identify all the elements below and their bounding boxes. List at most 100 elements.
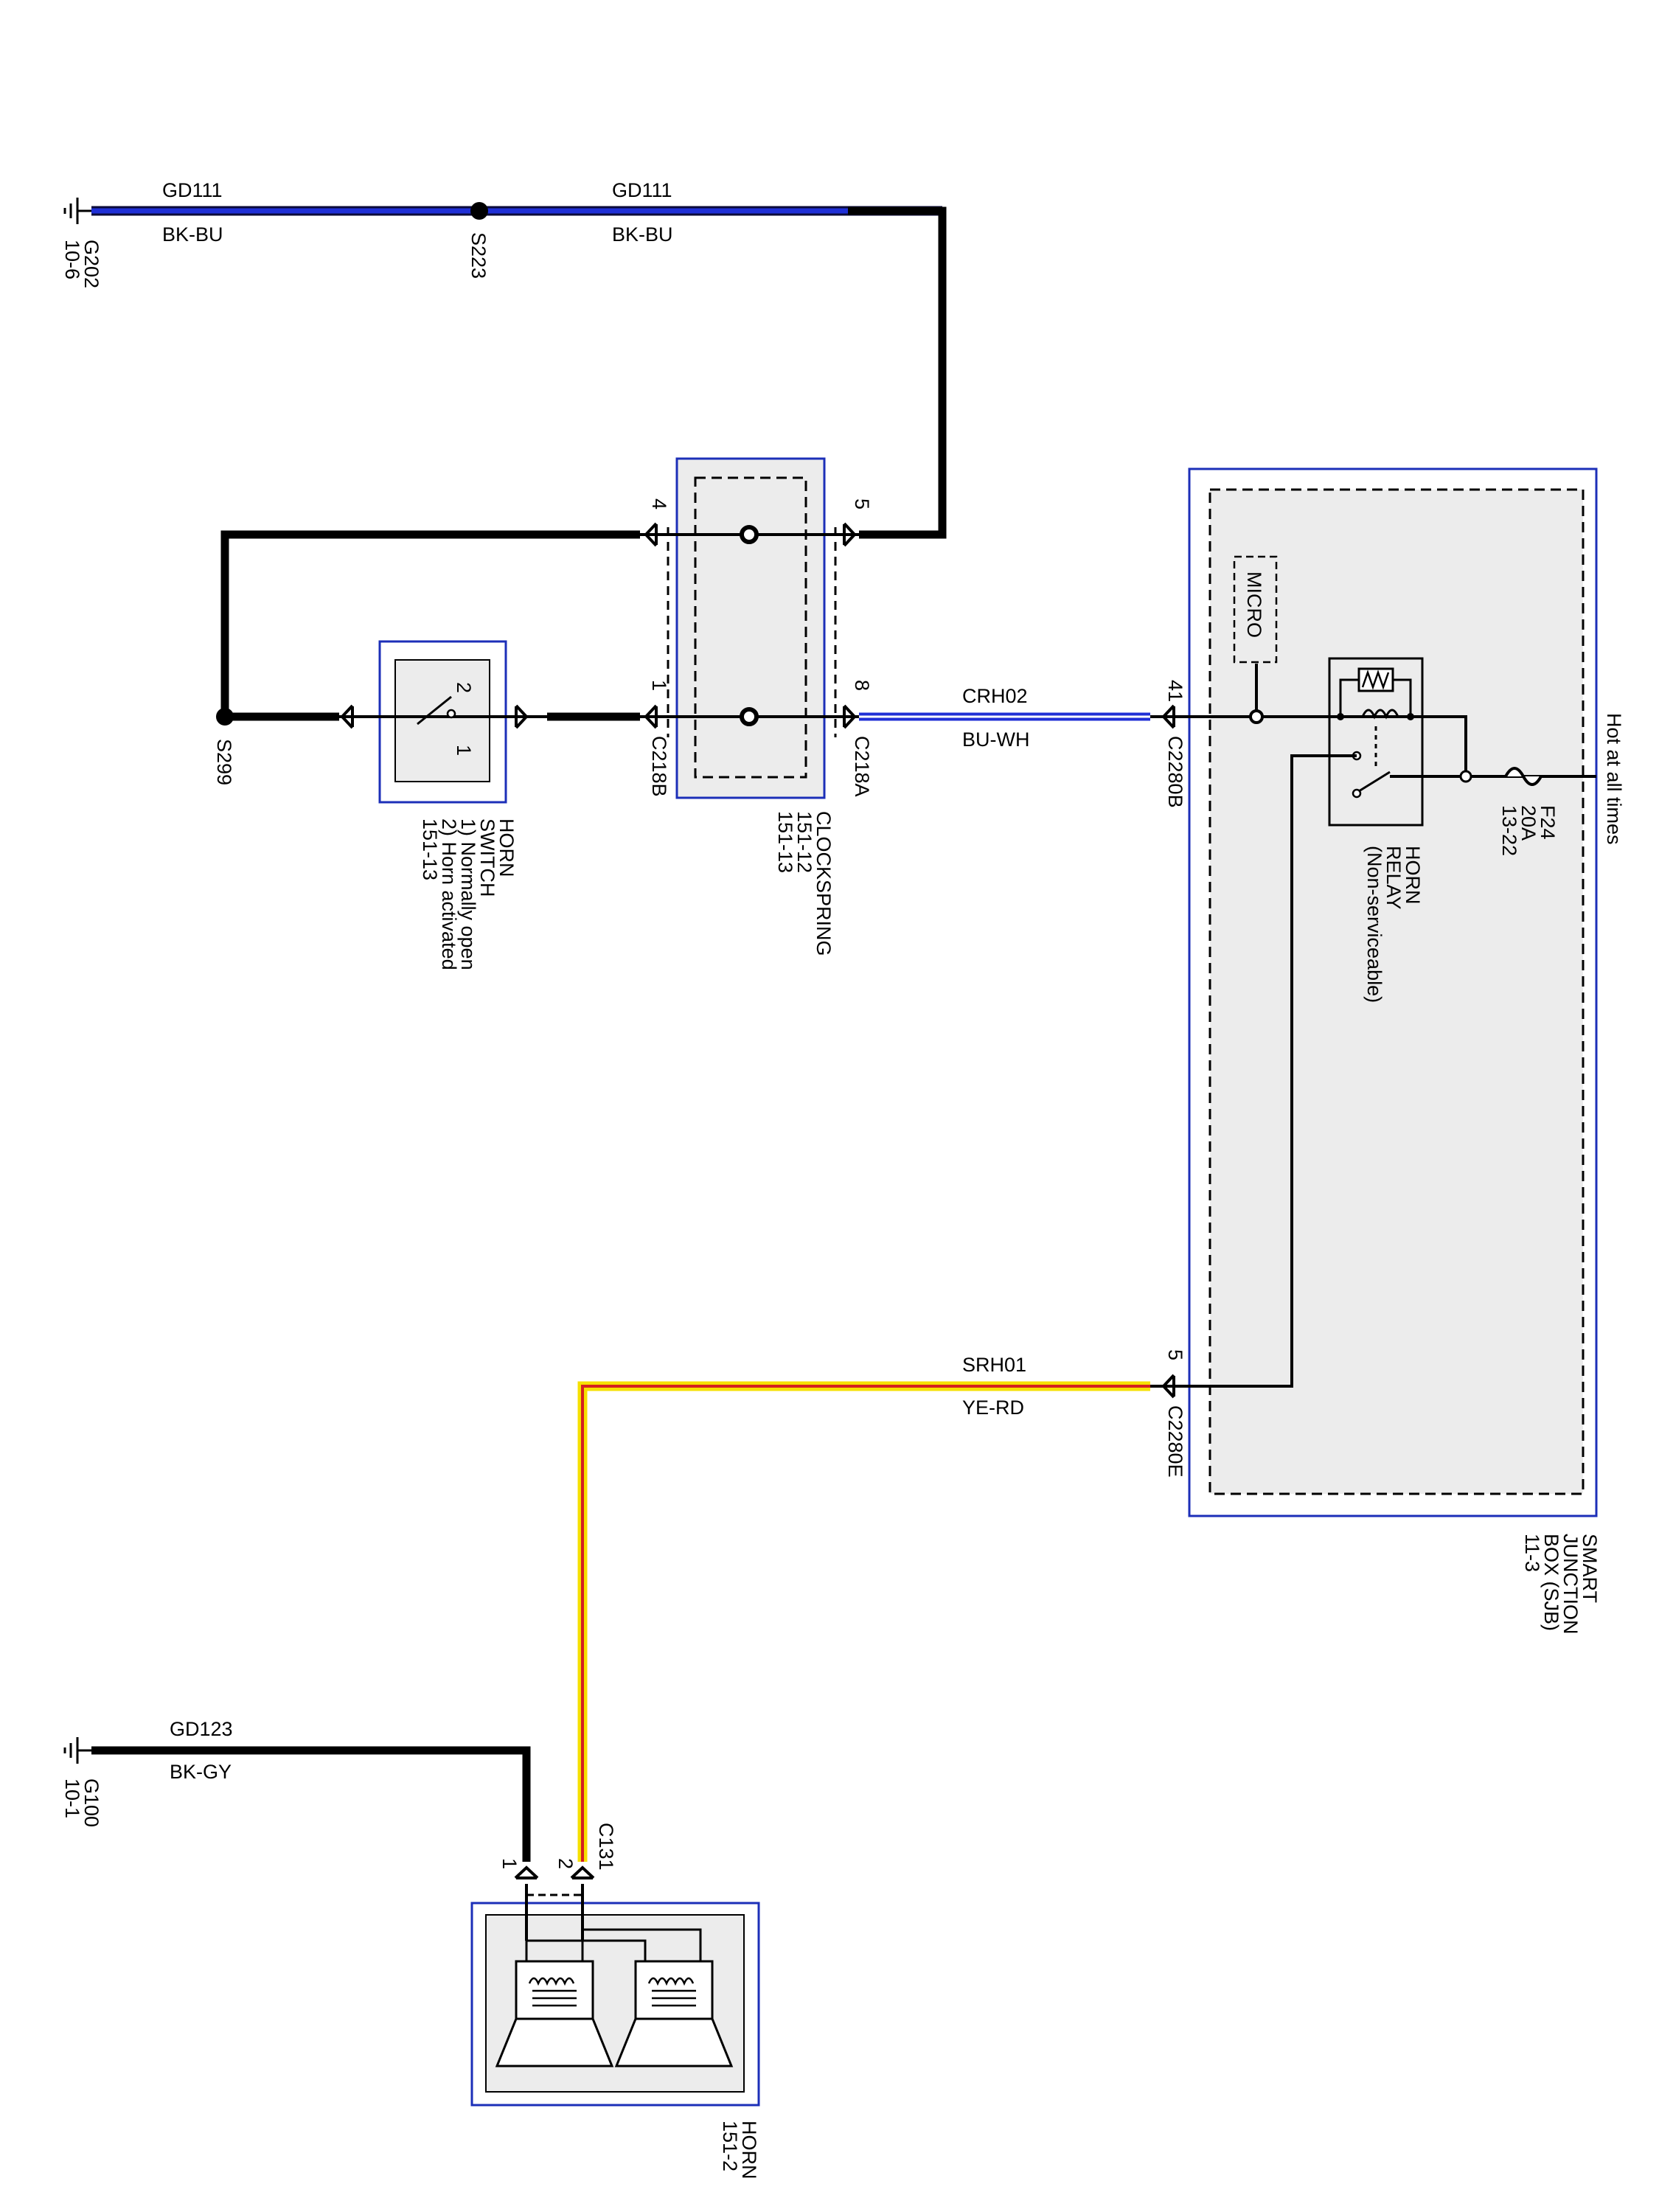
svg-text:RELAY: RELAY <box>1382 846 1405 910</box>
horn-pin1: 1 <box>498 1858 521 1869</box>
connector-c2280e: C2280E <box>1164 1405 1186 1478</box>
svg-text:151-13: 151-13 <box>419 818 441 880</box>
wire-label-gd111-left: GD111 <box>162 179 223 201</box>
wire-pin4-to-s299 <box>220 530 640 717</box>
wire-label-crh02: CRH02 <box>962 685 1028 707</box>
ground-g202-label: G202 10-6 <box>61 240 102 288</box>
svg-text:G100: G100 <box>80 1778 102 1827</box>
svg-text:1: 1 <box>498 1858 521 1869</box>
wire-color-bk-bu-right: BK-BU <box>612 223 673 246</box>
svg-text:G202: G202 <box>80 240 102 288</box>
svg-text:41: 41 <box>1164 680 1186 702</box>
splice-s223-dot <box>470 202 488 220</box>
svg-text:Hot at all times: Hot at all times <box>1603 713 1625 845</box>
connector-c218b: C218B <box>648 736 670 797</box>
svg-text:13-22: 13-22 <box>1498 805 1520 856</box>
svg-text:11-3: 11-3 <box>1521 1534 1543 1572</box>
svg-text:MICRO: MICRO <box>1243 571 1265 638</box>
svg-text:10-1: 10-1 <box>61 1778 83 1818</box>
svg-text:CLOCKSPRING: CLOCKSPRING <box>813 811 835 956</box>
wire-gd111-bk-bu <box>91 206 947 539</box>
svg-text:2: 2 <box>554 1858 577 1869</box>
micro-junction <box>1249 709 1264 724</box>
relay-pin-junction-b <box>1407 713 1414 720</box>
svg-text:C131: C131 <box>595 1823 617 1871</box>
wire-color-bk-bu-left: BK-BU <box>162 223 223 246</box>
svg-text:HORN: HORN <box>1402 846 1424 905</box>
svg-text:8: 8 <box>851 680 873 691</box>
svg-text:151-12: 151-12 <box>793 811 815 873</box>
ground-g202-symbol <box>63 198 91 224</box>
svg-text:S223: S223 <box>467 232 490 279</box>
ground-g100-symbol <box>63 1737 91 1764</box>
power-label: Hot at all times <box>1603 713 1625 845</box>
smart-junction-box <box>1188 467 1598 1517</box>
clockspring-label: CLOCKSPRING 151-12 151-13 <box>774 811 835 956</box>
horn-label: HORN 151-2 <box>719 2121 760 2180</box>
connector-symbols <box>340 522 1175 1879</box>
sjb-pin5: 5 <box>1164 1349 1186 1360</box>
horn-relay <box>1328 657 1424 827</box>
svg-text:SMART: SMART <box>1579 1534 1601 1603</box>
fuse-f24 <box>1504 767 1543 786</box>
svg-text:1) Normally open: 1) Normally open <box>457 818 479 970</box>
connector-c218a: C218A <box>851 736 873 797</box>
svg-text:5: 5 <box>1164 1349 1186 1360</box>
svg-text:1: 1 <box>648 680 670 691</box>
ground-g100-label: G100 10-1 <box>61 1778 102 1827</box>
horn-switch-box <box>378 640 507 804</box>
horn-pin2: 2 <box>554 1858 577 1869</box>
wire-label-gd111-right: GD111 <box>612 179 672 201</box>
connector-c131: C131 <box>595 1823 617 1871</box>
svg-text:151-13: 151-13 <box>774 811 796 873</box>
fuse-f24-label: F24 20A 13-22 <box>1498 805 1559 856</box>
micro-label: MICRO <box>1243 571 1265 638</box>
svg-text:5: 5 <box>851 498 873 509</box>
svg-text:2: 2 <box>453 682 475 693</box>
svg-text:C218B: C218B <box>648 736 670 797</box>
svg-text:4: 4 <box>648 498 670 509</box>
horn-box <box>470 1902 760 2107</box>
clockspring-pin1: 1 <box>648 680 670 691</box>
wire-label-srh01: SRH01 <box>962 1354 1026 1376</box>
clockspring-contact-bottom <box>740 707 759 726</box>
svg-text:(Non-serviceable): (Non-serviceable) <box>1363 846 1385 1003</box>
horn-switch-pos1: 1 <box>453 745 475 756</box>
wire-srh01-ye-rd <box>577 1381 1180 1862</box>
svg-text:BOX (SJB): BOX (SJB) <box>1540 1534 1562 1631</box>
horn-switch-pos2: 2 <box>453 682 475 693</box>
horn-switch-label: HORN SWITCH 1) Normally open 2) Horn act… <box>419 818 518 970</box>
sjb-label: SMART JUNCTION BOX (SJB) 11-3 <box>1521 1534 1601 1635</box>
splice-s299-label: S299 <box>213 739 235 785</box>
relay-pin-junction-a <box>1337 713 1344 720</box>
connector-c2280b: C2280B <box>1164 736 1186 808</box>
svg-text:10-6: 10-6 <box>61 240 83 279</box>
svg-text:F24: F24 <box>1537 805 1559 840</box>
sjb-internal-circuit <box>1180 555 1596 1388</box>
svg-text:SWITCH: SWITCH <box>476 818 498 897</box>
clockspring-box <box>667 457 837 799</box>
clockspring-pin8: 8 <box>851 680 873 691</box>
horn-internal <box>495 1884 734 2067</box>
power-junction <box>1459 770 1472 783</box>
svg-text:C2280B: C2280B <box>1164 736 1186 808</box>
svg-text:JUNCTION: JUNCTION <box>1559 1534 1582 1635</box>
svg-text:2) Horn activated: 2) Horn activated <box>438 818 460 970</box>
wire-color-bk-gy: BK-GY <box>170 1761 232 1783</box>
sjb-pin41: 41 <box>1164 680 1186 702</box>
wire-color-ye-rd: YE-RD <box>962 1397 1024 1419</box>
svg-text:20A: 20A <box>1517 805 1540 841</box>
splice-s299-dot <box>216 708 234 726</box>
svg-text:C2280E: C2280E <box>1164 1405 1186 1478</box>
svg-text:S299: S299 <box>213 739 235 785</box>
horn-relay-label: HORN RELAY (Non-serviceable) <box>1363 846 1424 1003</box>
svg-text:HORN: HORN <box>738 2121 760 2180</box>
svg-text:151-2: 151-2 <box>719 2121 741 2171</box>
clockspring-pin5: 5 <box>851 498 873 509</box>
clockspring-contact-top <box>740 525 759 544</box>
svg-text:HORN: HORN <box>495 818 518 877</box>
clockspring-pin4: 4 <box>648 498 670 509</box>
wire-label-gd123: GD123 <box>170 1718 233 1740</box>
horn-switch-symbol <box>395 695 490 726</box>
